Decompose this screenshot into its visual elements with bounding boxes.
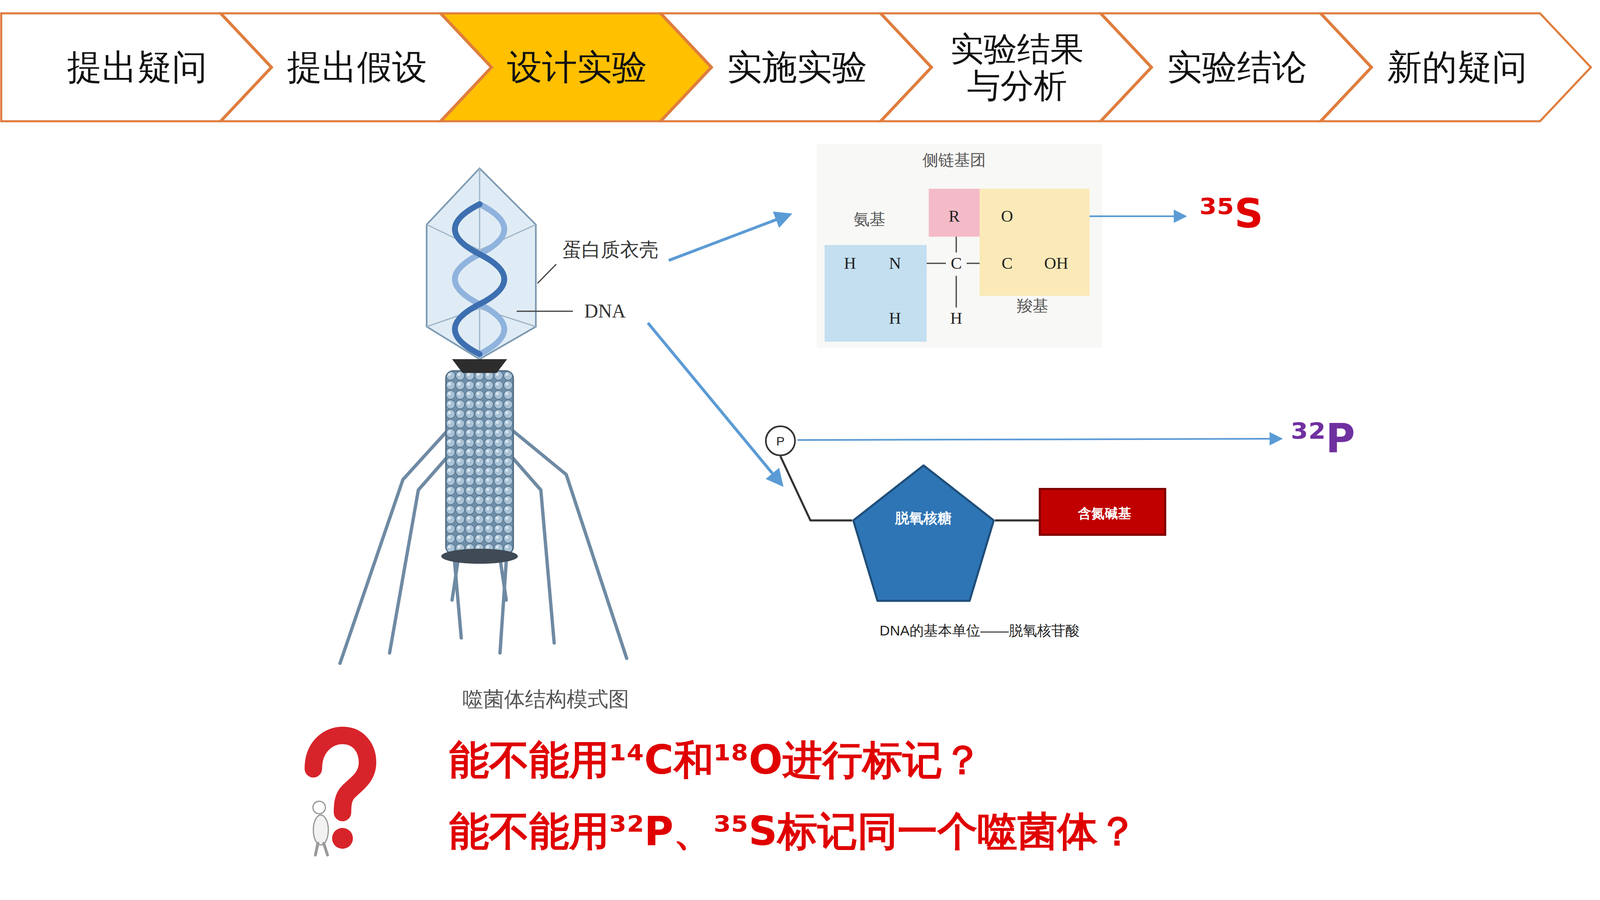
pentagon-shape (853, 465, 994, 601)
process-step: 实施实验 (660, 12, 933, 123)
process-step: 提出疑问 (0, 12, 273, 123)
bond (955, 275, 958, 308)
chevron-shape (1101, 13, 1371, 122)
question-icon (313, 735, 368, 813)
tail-fiber (389, 449, 455, 653)
base-label: 含氮碱基 (1077, 506, 1132, 521)
atom-symbol: C (950, 254, 963, 273)
pointer-arrow (668, 214, 790, 261)
chevron-shape (441, 13, 711, 122)
person-leg (315, 843, 318, 855)
group-label: 侧链基团 (922, 151, 986, 170)
process-step: 设计实验 (440, 12, 713, 123)
phage-collar (452, 359, 508, 373)
step-label: 新的疑问 (1387, 47, 1528, 87)
dna-strand (455, 204, 505, 355)
phosphate-circle: P (765, 425, 796, 457)
process-step: 提出假设 (220, 12, 493, 123)
isotope-label: ³⁵S (1199, 192, 1263, 237)
connector-line (995, 519, 1039, 522)
step-label: 提出疑问 (67, 47, 208, 87)
head-facet (479, 168, 481, 250)
pointer-arrow (647, 322, 782, 485)
step-label: 实验结论 (1167, 47, 1308, 87)
step-label: 设计实验 (507, 47, 648, 87)
figure-caption: DNA的基本单位——脱氧核苷酸 (879, 622, 1080, 639)
base-plate (441, 548, 518, 564)
figure-ground (816, 143, 1103, 348)
figure-caption: 噬菌体结构模式图 (462, 687, 630, 711)
step-label: 提出假设 (287, 47, 428, 87)
group-label: 氨基 (853, 210, 886, 229)
amino-group-box: 氨基HNH (824, 245, 927, 342)
tail-spike (500, 558, 507, 600)
process-step: 实验结论 (1100, 12, 1373, 123)
base-rect: 含氮碱基 (1038, 487, 1167, 536)
side-chain-box: 侧链基团R (928, 188, 980, 237)
tail-fiber (510, 428, 627, 659)
chevron-shape (221, 13, 491, 122)
atom-symbol: H (844, 254, 857, 273)
chevron-shape (1, 13, 271, 122)
person-leg (323, 843, 328, 855)
group-label: 羧基 (1016, 297, 1049, 315)
chevron-shape (661, 13, 931, 122)
isotope-label: ³²P (1290, 416, 1355, 461)
atom-symbol: N (889, 254, 902, 273)
sugar-pentagon: 脱氧核糖 (852, 464, 995, 603)
question-icon-dot (332, 827, 353, 849)
atom-symbol: H (950, 309, 963, 328)
pointer-arrow (797, 438, 1282, 440)
process-step: 新的疑问 (1320, 12, 1593, 123)
atom-symbol: OH (1044, 254, 1069, 273)
phage-head (426, 168, 536, 360)
chevron-shape (1321, 13, 1591, 122)
person-head (312, 801, 326, 814)
part-label: DNA (584, 300, 626, 323)
head-facet (426, 224, 536, 250)
chevron-shape (881, 13, 1151, 122)
tail-spike (452, 558, 459, 600)
step-label: 实施实验 (727, 47, 868, 87)
leader-line (537, 264, 557, 284)
tail-sheath (445, 370, 514, 555)
question-text: 能不能用¹⁴C和¹⁸O进行标记？ (449, 738, 983, 783)
person-body (313, 815, 329, 845)
atom-symbol: H (889, 309, 902, 328)
head-facets (426, 168, 536, 360)
sugar-label: 脱氧核糖 (895, 510, 952, 526)
circle-shape (765, 426, 795, 456)
question-text: 能不能用³²P、³⁵S标记同一个噬菌体？ (449, 809, 1138, 854)
part-label: 蛋白质衣壳 (562, 239, 659, 261)
node-outline (852, 464, 995, 603)
atom-symbol: C (1001, 254, 1013, 273)
atom-symbol: R (948, 207, 960, 226)
atom-symbol: O (1001, 207, 1014, 226)
process-step: 实验结果 与分析 (880, 12, 1153, 123)
carboxyl-group-box: OCOH羧基 (979, 188, 1090, 296)
phosphate-label: P (776, 434, 785, 448)
connector-line (780, 456, 853, 521)
dna-strand (455, 204, 505, 355)
step-label: 实验结果 与分析 (940, 30, 1094, 105)
leader-line (516, 310, 573, 313)
